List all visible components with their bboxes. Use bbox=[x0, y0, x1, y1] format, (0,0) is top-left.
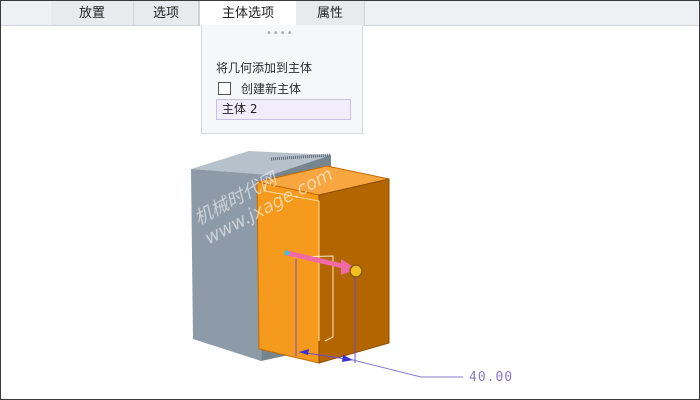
depth-dimension-value[interactable]: 40.00 bbox=[469, 370, 514, 385]
add-geometry-to-body-label: 将几何添加到主体 bbox=[216, 61, 313, 75]
create-new-body-checkbox[interactable] bbox=[218, 81, 231, 95]
arrow-origin-point bbox=[284, 250, 290, 256]
grey-body-front-face bbox=[191, 169, 271, 361]
grey-body-edge-texture bbox=[270, 153, 332, 161]
create-new-body-label: 创建新主体 bbox=[241, 81, 302, 96]
drag-arrow-head bbox=[341, 259, 357, 275]
tab-properties[interactable]: 属性 bbox=[296, 1, 365, 25]
tab-body-options[interactable]: 主体选项 bbox=[199, 1, 297, 26]
tab-options[interactable]: 选项 bbox=[134, 1, 199, 25]
sketch-outline-edge bbox=[264, 184, 320, 341]
tab-bar-left-stub bbox=[1, 1, 52, 25]
panel-grip-handle[interactable]: •••• bbox=[266, 28, 294, 39]
dimension-leader-line bbox=[352, 359, 463, 378]
drag-arrow-shaft bbox=[284, 250, 350, 270]
create-new-body-option[interactable]: 创建新主体 bbox=[218, 80, 301, 96]
body-options-panel: •••• 将几何添加到主体 创建新主体 主体 2 bbox=[201, 25, 363, 134]
drag-handle-icon[interactable] bbox=[349, 264, 363, 278]
grey-body-top-face bbox=[191, 151, 331, 175]
tab-placement[interactable]: 放置 bbox=[51, 1, 134, 25]
dimension-arrow-right bbox=[342, 355, 353, 362]
dimension-arrow-left bbox=[299, 349, 309, 355]
body-selection-field[interactable]: 主体 2 bbox=[216, 99, 351, 120]
dashboard-tab-bar: 放置 选项 主体选项 属性 bbox=[1, 1, 699, 26]
